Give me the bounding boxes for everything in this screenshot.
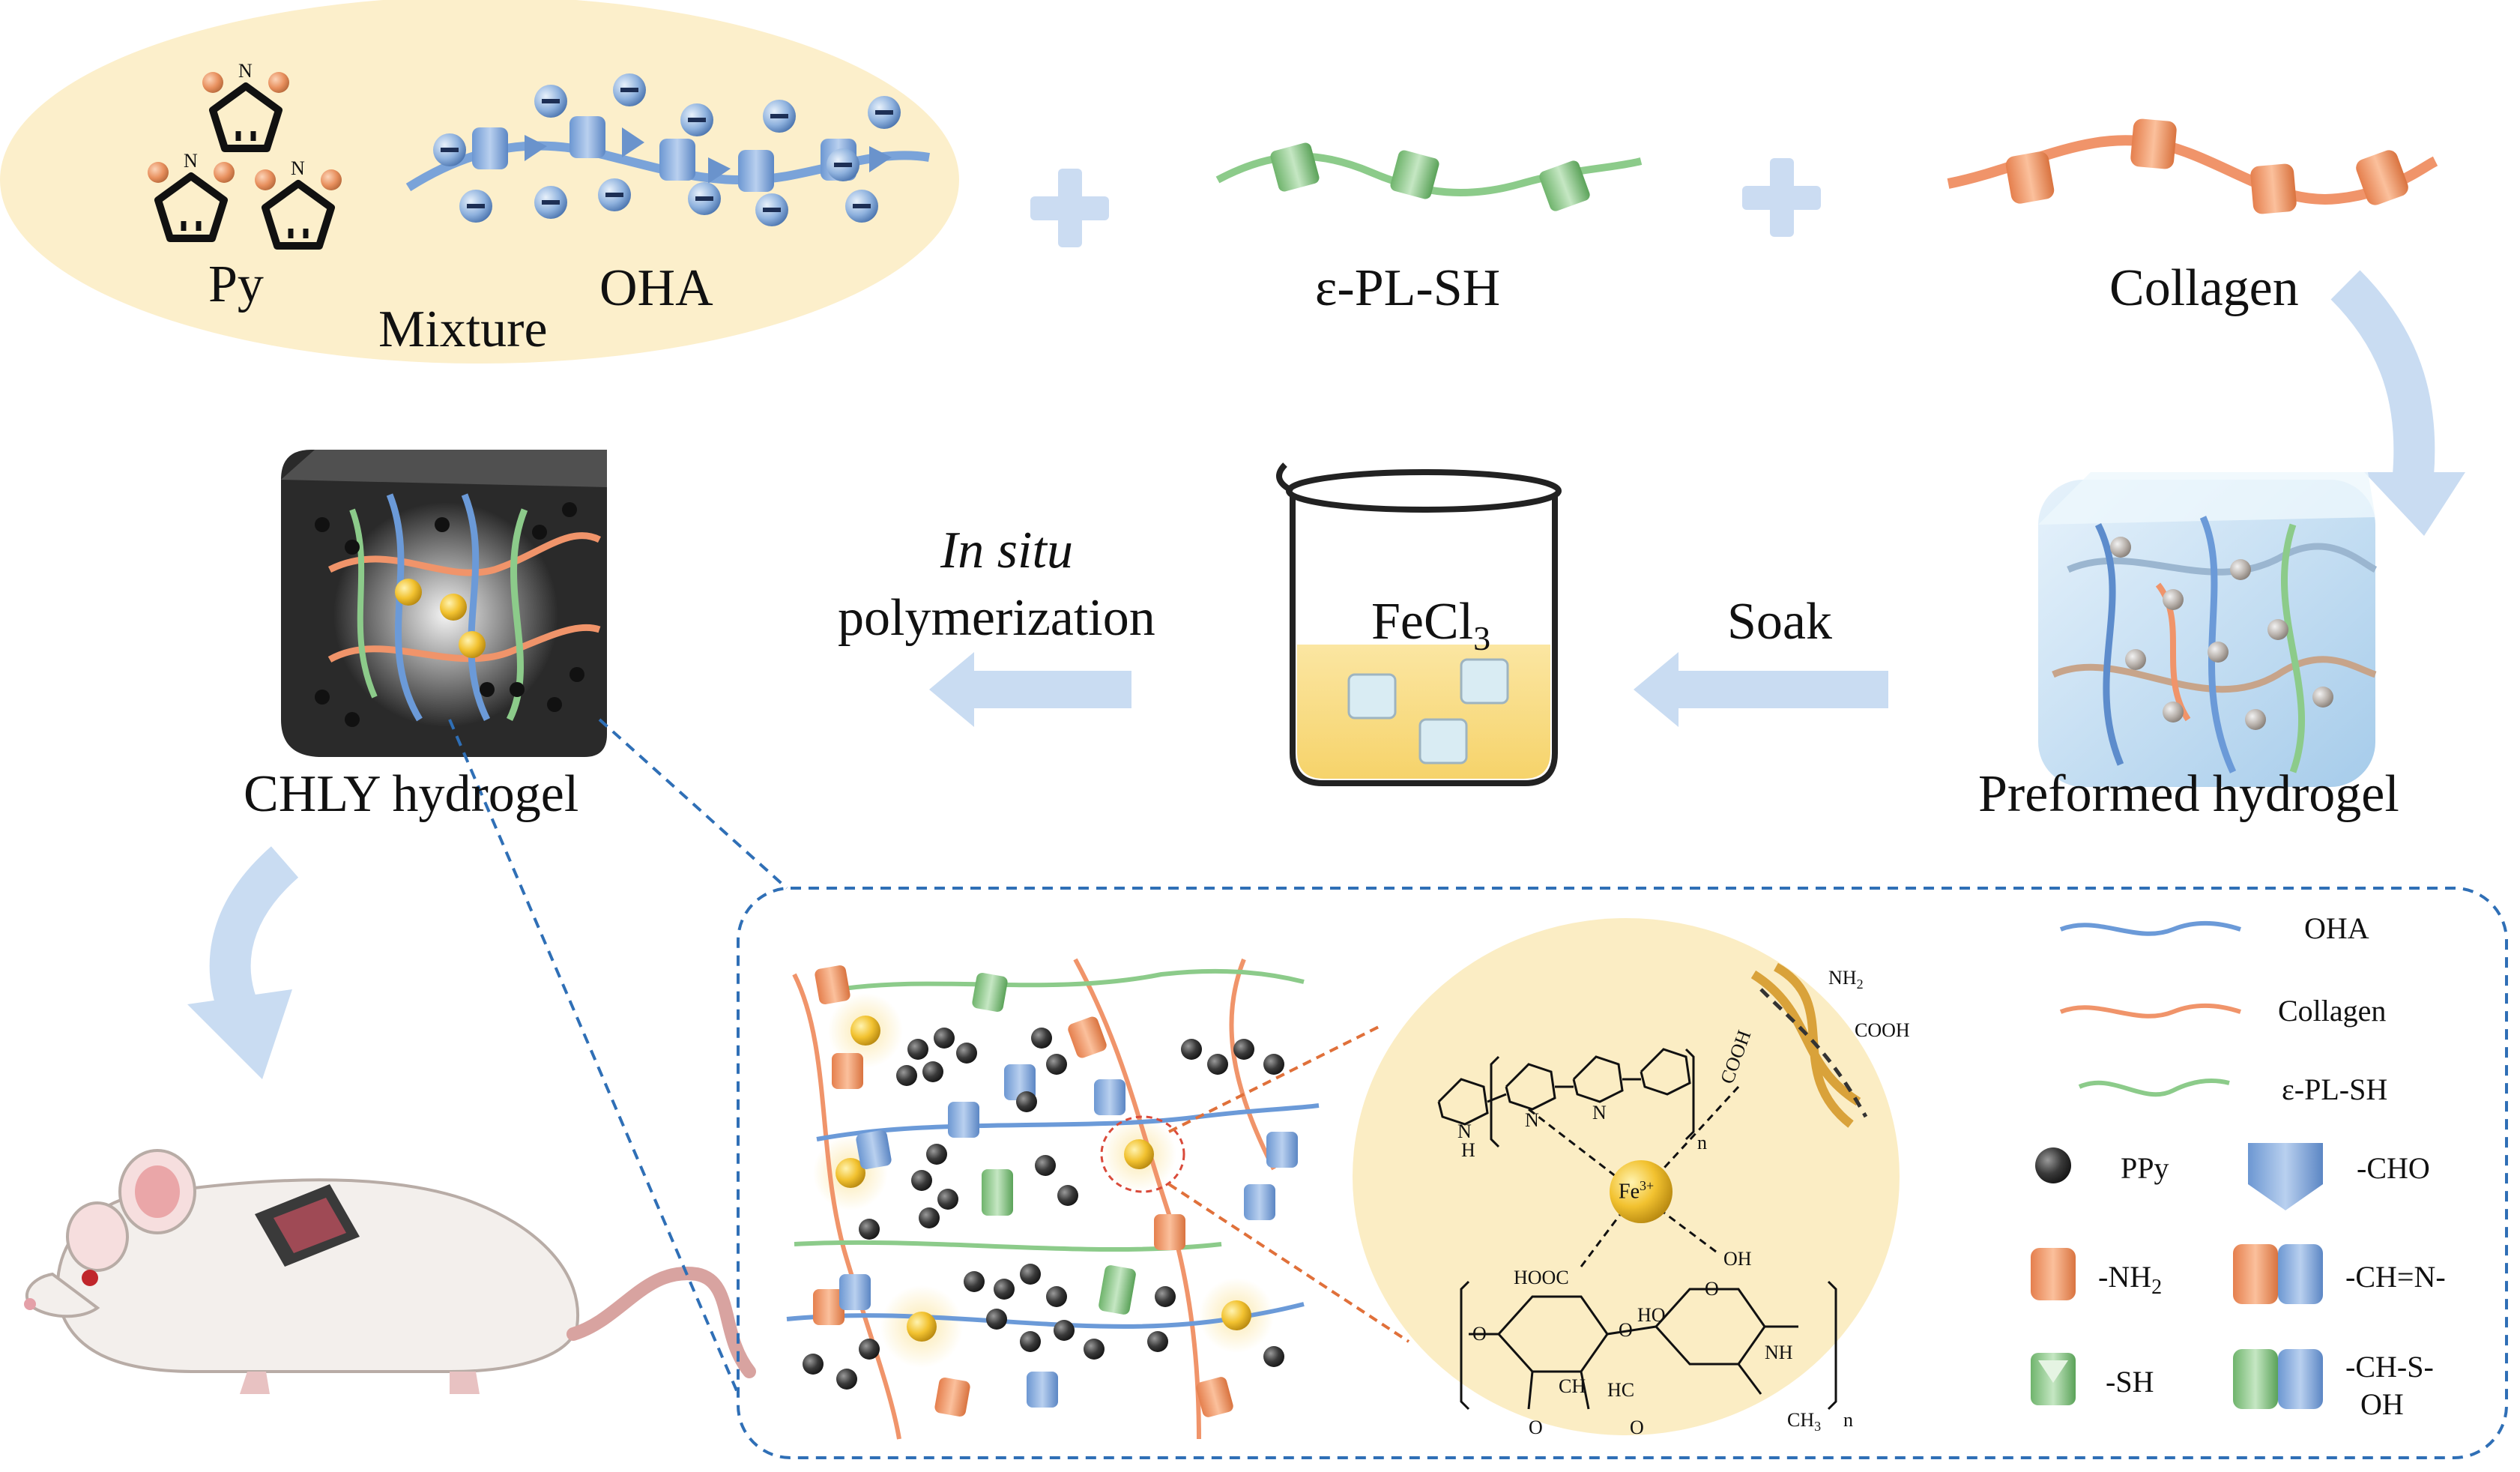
oha-label: OHA [599, 259, 713, 317]
legend-ppy: PPy [2121, 1151, 2169, 1185]
pyrrole-n-label-2: N [184, 150, 198, 172]
py-label: Py [208, 256, 264, 313]
network-detail [786, 958, 1320, 1440]
epl-units-top [1270, 142, 1590, 211]
legend-oha: OHA [2304, 911, 2369, 945]
curved-arrow-right-head [2364, 472, 2465, 536]
legend-collagen: Collagen [2278, 994, 2387, 1028]
detail-frame [737, 887, 2508, 1459]
chem-nh-2: N [1525, 1109, 1539, 1131]
chem-o-1: O [1472, 1323, 1487, 1345]
preformed-hydrogel-cube [2038, 472, 2378, 787]
pyrrole-inner-bonds [181, 131, 309, 238]
fecl3-text: FeCl [1371, 593, 1474, 651]
legend-nh2: -NH2 [2098, 1259, 2162, 1300]
chly-hydrogel-cube [281, 450, 607, 757]
legend-chs: -CH-S- [2345, 1350, 2434, 1384]
soak-label: Soak [1727, 593, 1832, 651]
legend-nh2-text: -NH [2098, 1260, 2152, 1294]
pyrrole-molecules [154, 82, 335, 250]
chem-hooc: HOOC [1514, 1267, 1569, 1288]
collagen-helix-dark [1759, 988, 1868, 1118]
curved-arrow-left-head [187, 989, 292, 1079]
fecl3-label: FeCl3 [1371, 592, 1490, 658]
chem-o-4: O [1529, 1417, 1543, 1438]
legend-graphics [2031, 920, 2323, 1409]
pyrrole-n-label-1: N [238, 60, 253, 82]
chem-o-5: O [1630, 1417, 1644, 1438]
chem-h-1: H [1461, 1139, 1475, 1161]
chem-oh-top: OH [1723, 1248, 1752, 1270]
legend-sh: -SH [2106, 1365, 2154, 1399]
chem-sub-n-1: n [1697, 1132, 1707, 1153]
ch3-sub: 3 [1814, 1419, 1822, 1435]
chem-nh2-helix: NH2 [1828, 967, 1864, 992]
fe-text: Fe [1619, 1180, 1640, 1204]
plus-icon [1030, 158, 1821, 247]
chem-nh-1: N [1457, 1120, 1472, 1142]
chem-nh2-text: NH [1828, 967, 1857, 989]
chem-o-2: O [1619, 1319, 1633, 1341]
minus-charge-balls [433, 73, 901, 226]
polymerization-label: polymerization [838, 589, 1155, 647]
chem-ch3: CH3 [1787, 1409, 1821, 1435]
ch3-text: CH [1787, 1409, 1815, 1431]
fe-sup: 3+ [1640, 1178, 1655, 1193]
chem-sub-n-2: n [1843, 1409, 1853, 1431]
zoom-lines [448, 718, 788, 1395]
chem-hc: HC [1607, 1379, 1635, 1401]
fe-ion [1610, 1160, 1673, 1223]
collagen-label: Collagen [2109, 259, 2299, 317]
legend-chn: -CH=N- [2345, 1260, 2446, 1294]
polymerization-arrow [929, 652, 1131, 727]
epl-sh-label: ε-PL-SH [1315, 259, 1501, 317]
chem-nh2-sub: 2 [1856, 977, 1864, 992]
soak-arrow [1634, 652, 1888, 727]
pyrrole-substituents [148, 72, 342, 190]
fecl3-subscript: 3 [1473, 619, 1491, 657]
minus-signs [441, 88, 893, 212]
chem-nh-3: N [1592, 1102, 1607, 1123]
curved-arrow-right [2330, 270, 2435, 482]
chly-hydrogel-label: CHLY hydrogel [244, 765, 579, 823]
chem-ho: HO [1637, 1304, 1666, 1326]
legend-cho: -CHO [2357, 1151, 2430, 1185]
mixture-label: Mixture [378, 301, 548, 358]
chem-fe-label: Fe3+ [1619, 1178, 1654, 1204]
legend-epl: ε-PL-SH [2282, 1073, 2388, 1106]
pyrrole-n-label-3: N [291, 157, 305, 179]
legend-nh2-sub: 2 [2151, 1276, 2163, 1299]
preformed-hydrogel-label: Preformed hydrogel [1978, 765, 2399, 823]
chem-nh: NH [1765, 1342, 1793, 1363]
in-situ-label: In situ [940, 522, 1073, 579]
collagen-units-top [2005, 118, 2408, 214]
chemistry-structure [1437, 1048, 1837, 1411]
chem-o-3: O [1705, 1278, 1719, 1300]
chem-ch: CH [1559, 1375, 1586, 1397]
chem-cooh-2: COOH [1855, 1019, 1910, 1041]
mouse-illustration [24, 1149, 756, 1394]
beaker-fecl3 [1276, 462, 1562, 786]
legend-chs-oh: OH [2360, 1387, 2404, 1421]
callout-lines [1167, 1025, 1410, 1343]
